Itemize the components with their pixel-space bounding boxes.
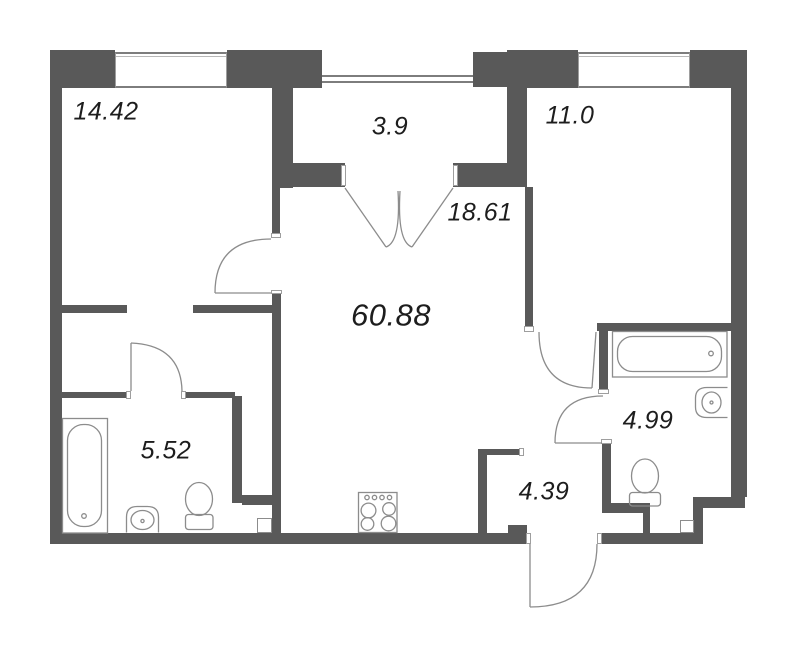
wall-bedroom1-bottom-a bbox=[62, 305, 127, 313]
wall-bathroom1-niche bbox=[242, 495, 281, 505]
duct-niche bbox=[257, 518, 272, 533]
wall-top-mid-pier bbox=[227, 50, 322, 88]
door-jamb bbox=[181, 391, 186, 399]
wall-corridor-right bbox=[272, 294, 281, 533]
wall-shaft-vertical bbox=[643, 513, 650, 534]
door-arc-icon-bathroom-right bbox=[554, 395, 604, 444]
door-arc-icon-bathroom-left bbox=[130, 342, 183, 392]
duct-niche bbox=[680, 520, 694, 533]
door-jamb bbox=[126, 391, 131, 399]
door-arc-icon-entrance bbox=[529, 543, 598, 608]
bathtub-icon bbox=[61, 417, 109, 534]
area-label-hallway: 4.39 bbox=[518, 477, 570, 506]
door-jamb bbox=[453, 165, 458, 186]
wall-right-step-down bbox=[693, 497, 703, 544]
wall-entrance-pier bbox=[508, 525, 527, 533]
wall-shaft-horizontal bbox=[602, 503, 650, 513]
sink-icon bbox=[694, 386, 728, 419]
area-label-bathroom-right: 4.99 bbox=[622, 406, 674, 435]
wall-bedroom2-left bbox=[525, 187, 533, 331]
toilet-icon bbox=[184, 481, 214, 531]
wall-balcony-bottom-right bbox=[453, 163, 527, 187]
wall-right-outer bbox=[731, 50, 747, 497]
door-arc-icon-balcony bbox=[344, 187, 454, 248]
door-jamb bbox=[271, 290, 282, 294]
area-label-bedroom-left: 14.42 bbox=[73, 97, 139, 126]
sink-icon bbox=[125, 505, 160, 533]
stove-icon bbox=[357, 491, 398, 534]
toilet-icon bbox=[628, 458, 662, 507]
wall-bedroom2-bottom bbox=[597, 323, 737, 331]
window-icon-balcony bbox=[322, 75, 473, 83]
wall-bathroom1-right bbox=[232, 396, 242, 503]
area-label-balcony: 3.9 bbox=[371, 112, 409, 141]
door-jamb bbox=[598, 389, 609, 394]
wall-right-step bbox=[693, 497, 745, 508]
door-jamb bbox=[524, 326, 534, 332]
wall-bedroom1-bottom-b bbox=[193, 305, 275, 313]
wall-corridor-bottom-b bbox=[182, 392, 235, 398]
bathtub-icon bbox=[611, 330, 728, 378]
wall-corridor-bottom-a bbox=[58, 392, 130, 398]
area-label-bedroom-right: 11.0 bbox=[545, 101, 595, 130]
area-label-total: 60.88 bbox=[350, 297, 432, 333]
area-label-kitchen-living: 18.61 bbox=[447, 198, 513, 227]
wall-balcony-right-strip bbox=[507, 87, 527, 163]
door-jamb bbox=[271, 233, 281, 238]
door-arc-icon-bedroom-right bbox=[538, 331, 597, 389]
wall-hall-stub bbox=[478, 449, 523, 455]
door-jamb bbox=[597, 533, 602, 544]
door-jamb bbox=[526, 533, 531, 544]
wall-bathroom2-left-upper bbox=[599, 325, 608, 393]
wall-bathroom2-left-lower bbox=[602, 443, 611, 510]
wall-top-left bbox=[50, 50, 115, 88]
area-label-bathroom-left: 5.52 bbox=[140, 436, 192, 465]
door-jamb bbox=[519, 448, 524, 456]
wall-bottom-right bbox=[597, 533, 703, 544]
wall-bedroom1-right-thick bbox=[272, 88, 293, 188]
door-jamb bbox=[601, 439, 612, 444]
window-icon-bedroom-left bbox=[115, 52, 227, 88]
wall-hall-left bbox=[478, 449, 487, 533]
door-arc-icon-bedroom-left bbox=[214, 238, 272, 294]
wall-left-outer bbox=[50, 50, 62, 544]
wall-bedroom1-right-upper bbox=[272, 188, 280, 235]
window-icon-bedroom-right bbox=[578, 52, 690, 88]
wall-top-right-mid bbox=[507, 50, 578, 88]
door-jamb bbox=[341, 165, 346, 186]
wall-bottom-left bbox=[50, 533, 530, 544]
